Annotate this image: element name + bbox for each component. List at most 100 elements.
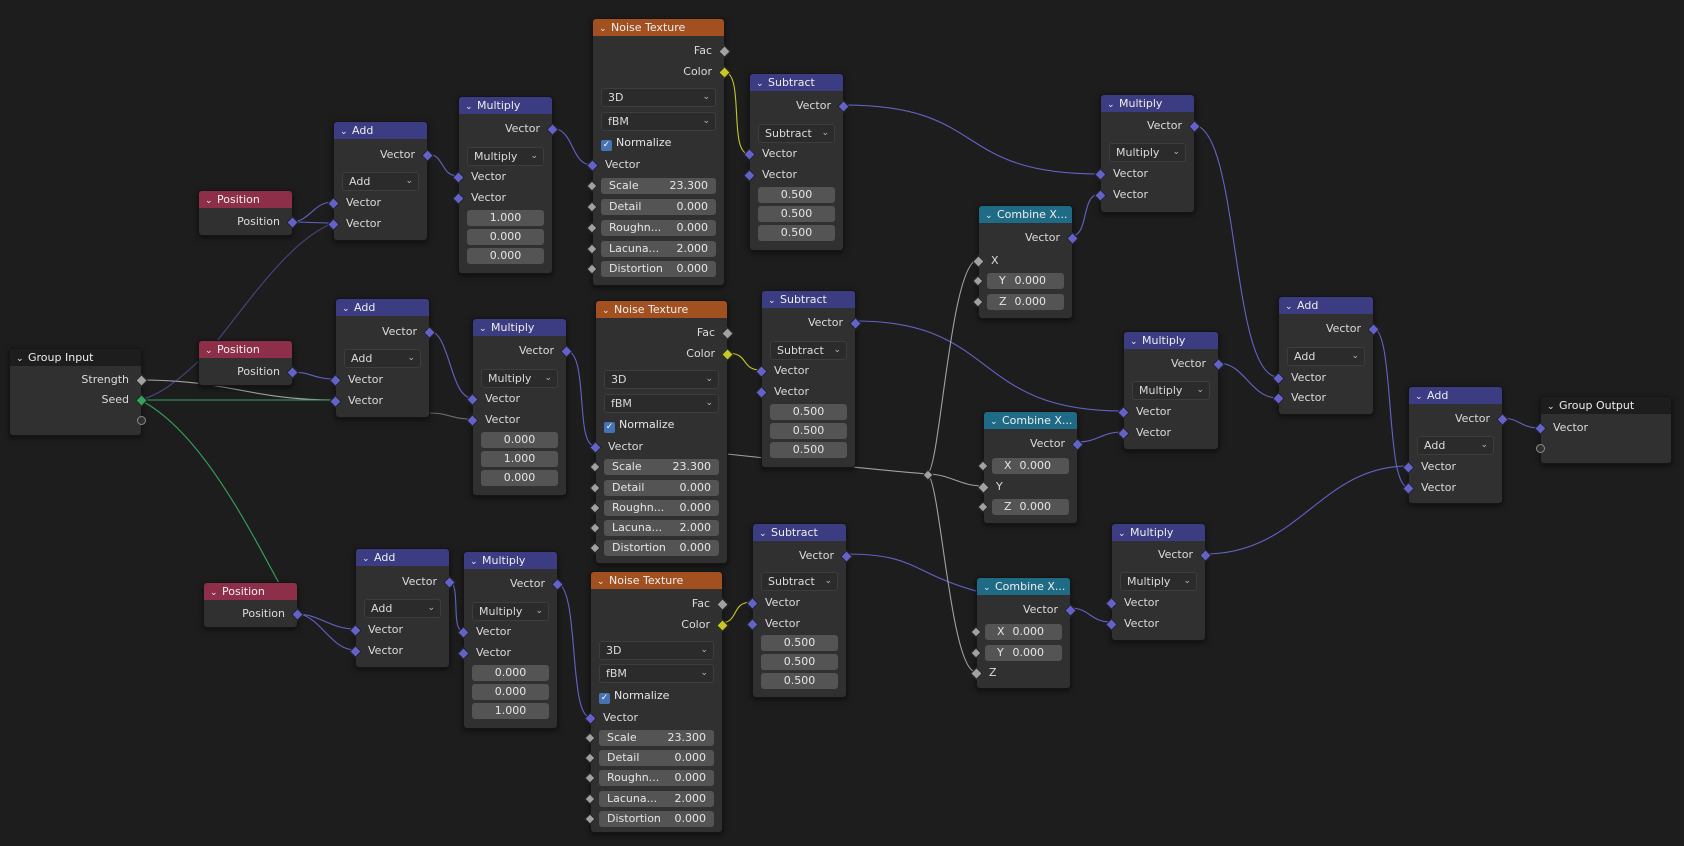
- operation-dropdown[interactable]: Add⌄: [344, 349, 421, 368]
- chevron-down-icon[interactable]: ⌄: [205, 196, 213, 206]
- node-header[interactable]: ⌄Group Output: [1541, 397, 1671, 414]
- chevron-down-icon[interactable]: ⌄: [597, 577, 605, 587]
- vector-z-field[interactable]: 0.500: [761, 673, 838, 689]
- socket-float[interactable]: [977, 460, 989, 472]
- socket-vector[interactable]: [1064, 604, 1077, 617]
- chevron-down-icon[interactable]: ⌄: [756, 79, 764, 89]
- operation-dropdown[interactable]: Multiply⌄: [472, 602, 549, 621]
- node-header[interactable]: ⌄Group Input: [10, 349, 141, 366]
- socket-float[interactable]: [589, 461, 601, 473]
- socket-vector[interactable]: [1199, 549, 1212, 562]
- socket-color[interactable]: [718, 66, 731, 79]
- node-header[interactable]: ⌄Multiply: [459, 97, 552, 114]
- socket-float[interactable]: [972, 255, 985, 268]
- node-header[interactable]: ⌄Multiply: [464, 552, 557, 569]
- multiply-node-6[interactable]: ⌄Multiply Vector Multiply⌄ Vector Vector: [1105, 523, 1212, 641]
- socket-float[interactable]: [589, 482, 601, 494]
- multiply-node-3[interactable]: ⌄Multiply Vector Multiply⌄ Vector Vector…: [457, 551, 564, 729]
- socket-vector[interactable]: [1272, 392, 1285, 405]
- chevron-down-icon[interactable]: ⌄: [465, 102, 473, 112]
- add-node-3[interactable]: ⌄Add Vector Add⌄ Vector Vector: [349, 548, 456, 668]
- socket-float[interactable]: [716, 598, 729, 611]
- socket-vector[interactable]: [1105, 597, 1118, 610]
- chevron-down-icon[interactable]: ⌄: [210, 588, 218, 598]
- node-header[interactable]: ⌄Add: [336, 299, 429, 316]
- add-node-2[interactable]: ⌄Add Vector Add⌄ Vector Vector: [329, 298, 436, 418]
- chevron-down-icon[interactable]: ⌄: [342, 304, 350, 314]
- socket-vector[interactable]: [423, 326, 436, 339]
- socket-vector[interactable]: [1496, 413, 1509, 426]
- node-header[interactable]: ⌄Noise Texture: [596, 301, 727, 318]
- position-node-3[interactable]: ⌄Position Position: [203, 582, 304, 628]
- subtract-node-1[interactable]: ⌄Subtract Vector Subtract⌄ Vector Vector…: [743, 73, 850, 251]
- socket-vector[interactable]: [1094, 168, 1107, 181]
- vector-x-field[interactable]: 0.500: [758, 187, 835, 203]
- chevron-down-icon[interactable]: ⌄: [768, 296, 776, 306]
- group-output-node[interactable]: ⌄Group Output Vector: [1534, 396, 1672, 464]
- socket-vector[interactable]: [743, 148, 756, 161]
- socket-vector[interactable]: [466, 414, 479, 427]
- node-header[interactable]: ⌄Multiply: [1101, 95, 1194, 112]
- node-header[interactable]: ⌄Subtract: [753, 524, 846, 541]
- socket-vector[interactable]: [421, 149, 434, 162]
- socket-float[interactable]: [584, 772, 596, 784]
- node-header[interactable]: ⌄Noise Texture: [593, 19, 724, 36]
- socket-float[interactable]: [586, 201, 598, 213]
- roughness-field[interactable]: Roughn...0.000: [584, 770, 714, 786]
- dimensions-dropdown[interactable]: 3D⌄: [601, 88, 716, 107]
- socket-vector[interactable]: [457, 626, 470, 639]
- node-header[interactable]: ⌄Subtract: [750, 74, 843, 91]
- socket-vector[interactable]: [1117, 406, 1130, 419]
- vector-y-field[interactable]: 1.000: [481, 451, 558, 467]
- lacunarity-field[interactable]: Lacuna...2.000: [586, 241, 716, 257]
- operation-dropdown[interactable]: Add⌄: [342, 172, 419, 191]
- socket-vector[interactable]: [1402, 482, 1415, 495]
- chevron-down-icon[interactable]: ⌄: [1130, 337, 1138, 347]
- vector-x-field[interactable]: 0.500: [770, 404, 847, 420]
- vector-y-field[interactable]: 0.500: [770, 423, 847, 439]
- socket-vector[interactable]: [560, 345, 573, 358]
- chevron-down-icon[interactable]: ⌄: [1107, 100, 1115, 110]
- chevron-down-icon[interactable]: ⌄: [990, 417, 998, 427]
- vector-z-field[interactable]: 0.500: [770, 442, 847, 458]
- roughness-field[interactable]: Roughn...0.000: [589, 500, 719, 516]
- socket-float[interactable]: [586, 180, 598, 192]
- normalize-checkbox[interactable]: ✓Normalize: [604, 418, 675, 433]
- socket-vector[interactable]: [466, 393, 479, 406]
- vector-x-field[interactable]: 0.000: [481, 432, 558, 448]
- socket-float[interactable]: [586, 222, 598, 234]
- socket-vector[interactable]: [1071, 438, 1084, 451]
- normalize-checkbox[interactable]: ✓Normalize: [601, 136, 672, 151]
- socket-float[interactable]: [586, 263, 598, 275]
- node-header[interactable]: ⌄Combine X...: [984, 412, 1077, 429]
- socket-vector[interactable]: [443, 576, 456, 589]
- socket-float[interactable]: [589, 542, 601, 554]
- add-node-1[interactable]: ⌄Add Vector Add⌄ Vector Vector: [327, 121, 434, 241]
- vector-x-field[interactable]: 0.000: [472, 665, 549, 681]
- socket-float[interactable]: [584, 752, 596, 764]
- vector-z-field[interactable]: 1.000: [472, 703, 549, 719]
- socket-vector[interactable]: [837, 100, 850, 113]
- noise-type-dropdown[interactable]: fBM⌄: [604, 394, 719, 413]
- node-header[interactable]: ⌄Multiply: [473, 319, 566, 336]
- socket-vector[interactable]: [291, 608, 304, 621]
- socket-float[interactable]: [586, 243, 598, 255]
- chevron-down-icon[interactable]: ⌄: [205, 346, 213, 356]
- socket-vector[interactable]: [329, 395, 342, 408]
- socket-vector[interactable]: [1402, 461, 1415, 474]
- vector-y-field[interactable]: 0.000: [467, 229, 544, 245]
- socket-vector[interactable]: [755, 386, 768, 399]
- node-header[interactable]: ⌄Subtract: [762, 291, 855, 308]
- operation-dropdown[interactable]: Add⌄: [364, 599, 441, 618]
- noise-texture-node-3[interactable]: ⌄Noise Texture Fac Color 3D⌄ fBM⌄ ✓Norma…: [584, 571, 729, 833]
